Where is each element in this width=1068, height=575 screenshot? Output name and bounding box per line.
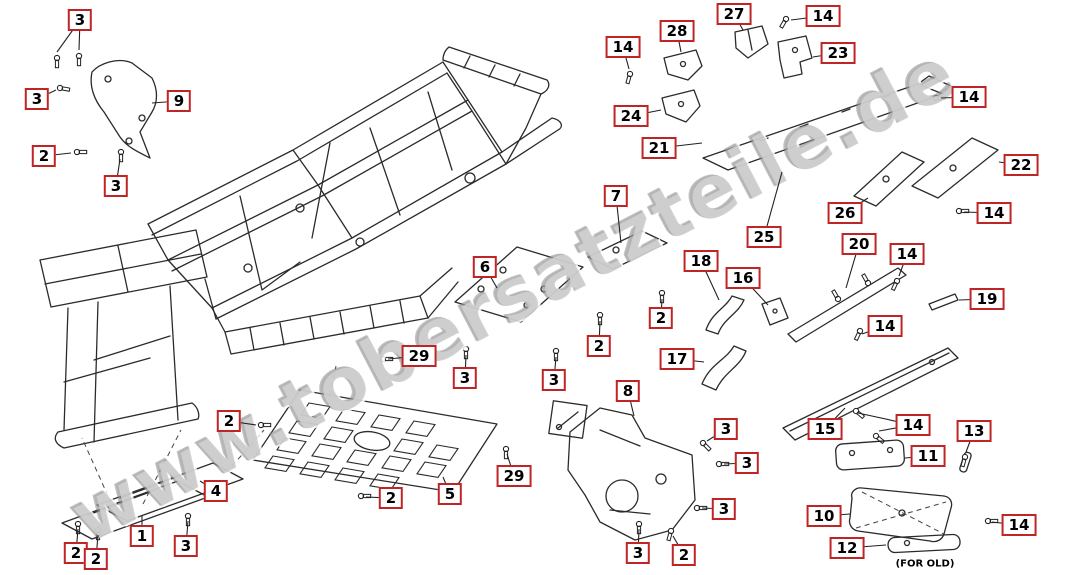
part-label-12: 12 — [829, 537, 865, 559]
part-label-29: 29 — [401, 345, 437, 367]
part-label-7: 7 — [603, 185, 629, 207]
part-label-2: 2 — [671, 544, 697, 566]
part-label-1: 1 — [129, 525, 155, 547]
part-label-3: 3 — [734, 452, 760, 474]
part-label-26: 26 — [827, 202, 863, 224]
part-label-2: 2 — [378, 487, 404, 509]
part-label-3: 3 — [67, 9, 93, 31]
part-label-2: 2 — [216, 410, 242, 432]
part-label-13: 13 — [956, 420, 992, 442]
part-label-5: 5 — [437, 483, 463, 505]
part-label-14: 14 — [867, 315, 903, 337]
part-label-23: 23 — [820, 42, 856, 64]
part-label-2: 2 — [586, 335, 612, 357]
part-label-2: 2 — [31, 145, 57, 167]
part-label-11: 11 — [910, 445, 946, 467]
part-label-14: 14 — [895, 414, 931, 436]
part-label-2: 2 — [648, 307, 674, 329]
part-label-3: 3 — [625, 542, 651, 564]
part-label-17: 17 — [659, 348, 695, 370]
part-label-15: 15 — [807, 418, 843, 440]
part-label-14: 14 — [605, 36, 641, 58]
part-label-10: 10 — [806, 505, 842, 527]
part-label-3: 3 — [103, 175, 129, 197]
part-label-29: 29 — [496, 465, 532, 487]
part-label-14: 14 — [951, 86, 987, 108]
part-label-14: 14 — [805, 5, 841, 27]
part-label-3: 3 — [541, 369, 567, 391]
for-old-note: (FOR OLD) — [895, 558, 955, 570]
part-label-3: 3 — [24, 88, 50, 110]
part-label-20: 20 — [841, 233, 877, 255]
part-label-19: 19 — [969, 288, 1005, 310]
part-label-6: 6 — [472, 256, 498, 278]
part-label-9: 9 — [166, 90, 192, 112]
part-label-8: 8 — [615, 380, 641, 402]
part-label-18: 18 — [683, 250, 719, 272]
part-label-14: 14 — [976, 202, 1012, 224]
part-label-24: 24 — [613, 105, 649, 127]
part-label-27: 27 — [716, 3, 752, 25]
part-label-3: 3 — [711, 498, 737, 520]
part-label-28: 28 — [659, 20, 695, 42]
part-label-16: 16 — [725, 267, 761, 289]
part-label-25: 25 — [746, 226, 782, 248]
part-label-2: 2 — [83, 548, 109, 570]
part-label-14: 14 — [889, 243, 925, 265]
part-label-14: 14 — [1001, 514, 1037, 536]
part-label-4: 4 — [203, 480, 229, 502]
part-label-3: 3 — [173, 535, 199, 557]
part-label-3: 3 — [713, 418, 739, 440]
part-label-21: 21 — [641, 137, 677, 159]
part-label-22: 22 — [1003, 154, 1039, 176]
part-label-3: 3 — [452, 367, 478, 389]
